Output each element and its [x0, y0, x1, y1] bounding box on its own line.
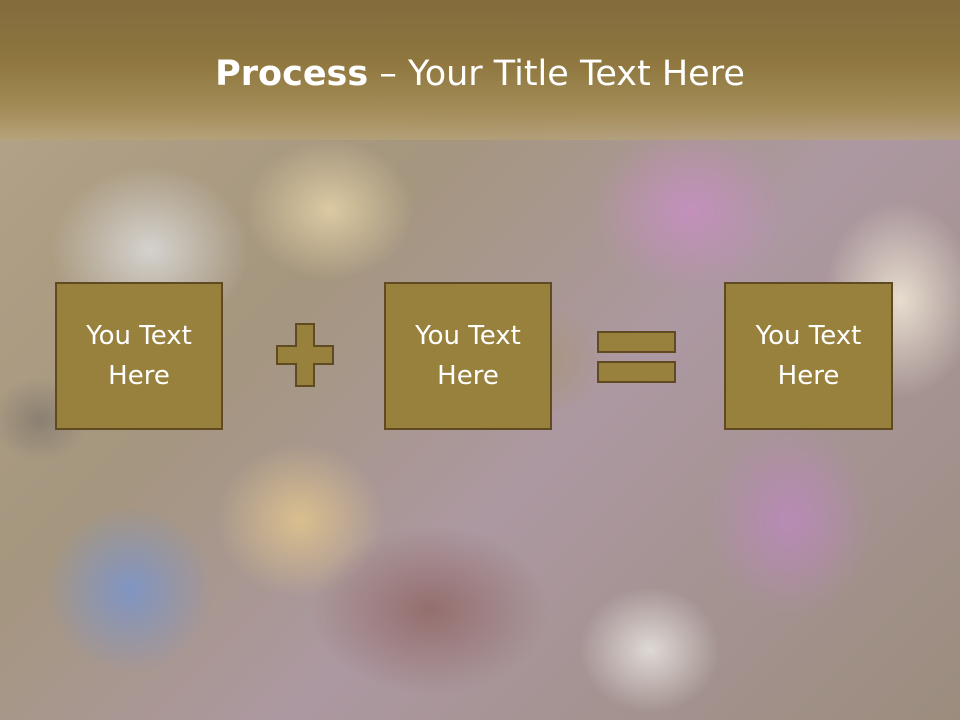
process-box-text: You Text Here	[86, 321, 192, 391]
process-box-text: You Text Here	[755, 321, 862, 391]
process-box-2[interactable]: You Text Here	[384, 282, 552, 430]
title-bold-text: Process	[215, 54, 369, 94]
process-box-3[interactable]: You Text Here	[724, 282, 893, 430]
title-rest-text: – Your Title Text Here	[368, 54, 745, 94]
equals-icon	[597, 331, 676, 383]
plus-icon	[276, 323, 334, 387]
title-bar	[0, 0, 960, 140]
process-box-text: You Text Here	[415, 321, 521, 391]
process-box-1[interactable]: You Text Here	[55, 282, 223, 430]
slide-title[interactable]: Process – Your Title Text Here	[0, 52, 960, 96]
